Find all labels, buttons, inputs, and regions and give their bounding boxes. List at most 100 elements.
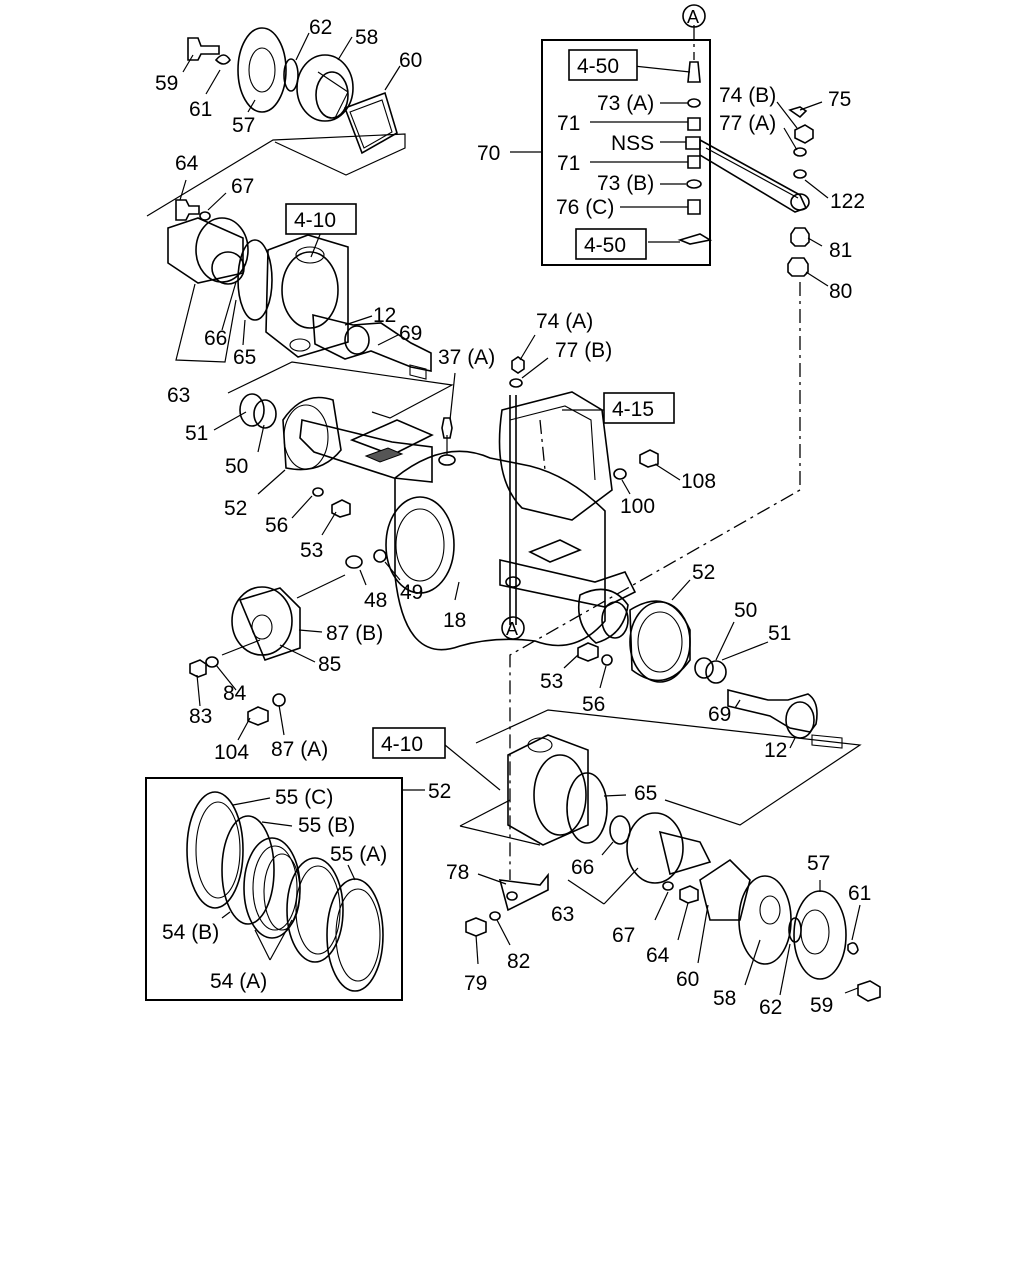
label-18: 18 [443, 609, 466, 632]
connector-a-middle-circle [501, 616, 525, 640]
label-108: 108 [681, 470, 716, 493]
label-58-lower: 58 [713, 987, 736, 1010]
label-78: 78 [446, 861, 469, 884]
label-73a: 73 (A) [597, 92, 654, 115]
label-71-lower: 71 [557, 152, 580, 175]
label-76c: 76 (C) [556, 196, 614, 219]
label-85: 85 [318, 653, 341, 676]
label-87a: 87 (A) [271, 738, 328, 761]
lower-knuckle-group [444, 734, 881, 1002]
label-63-top: 63 [167, 384, 190, 407]
label-82: 82 [507, 950, 530, 973]
label-80: 80 [829, 280, 852, 303]
label-62-lower: 62 [759, 996, 782, 1019]
axle-end-cover-group [189, 574, 346, 741]
label-37a: 37 (A) [438, 346, 495, 369]
label-51-left: 51 [185, 422, 208, 445]
label-56-left: 56 [265, 514, 288, 537]
label-60-lower: 60 [676, 968, 699, 991]
label-60-top: 60 [399, 49, 422, 72]
label-54a: 54 (A) [210, 970, 267, 993]
label-74a: 74 (A) [536, 310, 593, 333]
label-48: 48 [364, 589, 387, 612]
label-55b: 55 (B) [298, 814, 355, 837]
label-52-left: 52 [224, 497, 247, 520]
upper-hub-group [182, 27, 401, 155]
part-labels: 59 61 57 62 58 60 64 67 12 69 66 65 63 3… [155, 16, 871, 1019]
label-58-top: 58 [355, 26, 378, 49]
label-12-right: 12 [764, 739, 787, 762]
upper-knuckle-group [167, 179, 432, 380]
label-65-lower: 65 [634, 782, 657, 805]
right-axle-end [563, 579, 843, 749]
label-69-top: 69 [399, 322, 422, 345]
label-64-top: 64 [175, 152, 199, 175]
ref-4-15: 4-15 [612, 398, 654, 421]
ref-box-4-15[interactable] [603, 392, 675, 424]
label-59-lower: 59 [810, 994, 833, 1017]
ref-4-50-bottom: 4-50 [584, 234, 626, 257]
label-70: 70 [477, 142, 500, 165]
axle-housing [213, 334, 637, 651]
label-53-left: 53 [300, 539, 323, 562]
label-nss: NSS [611, 132, 654, 155]
ref-4-10-upper: 4-10 [294, 209, 336, 232]
tie-rod-parts [590, 61, 829, 287]
label-67-lower: 67 [612, 924, 635, 947]
label-57-lower: 57 [807, 852, 830, 875]
label-50-left: 50 [225, 455, 248, 478]
label-66-top: 66 [204, 327, 227, 350]
ref-box-4-50-top[interactable] [568, 49, 638, 81]
label-77a: 77 (A) [719, 112, 776, 135]
label-64-lower: 64 [646, 944, 670, 967]
ref-box-4-10-upper[interactable] [285, 203, 357, 235]
differential-carrier [498, 391, 681, 521]
label-55a: 55 (A) [330, 843, 387, 866]
label-52-right: 52 [692, 561, 715, 584]
label-50-right: 50 [734, 599, 757, 622]
label-87b: 87 (B) [326, 622, 383, 645]
label-12-top: 12 [373, 304, 396, 327]
connector-line-a [509, 282, 801, 880]
label-77b: 77 (B) [555, 339, 612, 362]
label-84: 84 [223, 682, 247, 705]
label-54b: 54 (B) [162, 921, 219, 944]
seal-inset-parts [186, 791, 384, 992]
label-69-right: 69 [708, 703, 731, 726]
seal-inset-frame [145, 777, 403, 1001]
label-66-lower: 66 [571, 856, 594, 879]
label-49: 49 [400, 581, 423, 604]
label-71-upper: 71 [557, 112, 580, 135]
tie-rod-inset-frame [541, 39, 711, 266]
label-51-right: 51 [768, 622, 791, 645]
ref-4-50-top: 4-50 [577, 55, 619, 78]
label-61-top: 61 [189, 98, 212, 121]
label-52-inset: 52 [428, 780, 451, 803]
label-65-top: 65 [233, 346, 256, 369]
ref-box-4-10-lower[interactable] [372, 727, 446, 759]
connector-a-top: A [687, 7, 699, 27]
label-56-right: 56 [582, 693, 605, 716]
label-67-top: 67 [231, 175, 254, 198]
label-83: 83 [189, 705, 212, 728]
ref-4-10-lower: 4-10 [381, 733, 423, 756]
label-73b: 73 (B) [597, 172, 654, 195]
label-81: 81 [829, 239, 852, 262]
label-63-lower: 63 [551, 903, 574, 926]
label-79: 79 [464, 972, 487, 995]
connector-a-middle: A [506, 619, 518, 639]
label-100: 100 [620, 495, 655, 518]
ref-box-4-50-bottom[interactable] [575, 228, 647, 260]
label-122: 122 [830, 190, 865, 213]
label-104: 104 [214, 741, 249, 764]
label-62-top: 62 [309, 16, 332, 39]
label-74b: 74 (B) [719, 84, 776, 107]
label-53-right: 53 [540, 670, 563, 693]
label-57-top: 57 [232, 114, 255, 137]
label-75: 75 [828, 88, 851, 111]
connector-a-top-circle [682, 4, 706, 28]
label-61-lower: 61 [848, 882, 871, 905]
label-55c: 55 (C) [275, 786, 333, 809]
label-59-top: 59 [155, 72, 178, 95]
